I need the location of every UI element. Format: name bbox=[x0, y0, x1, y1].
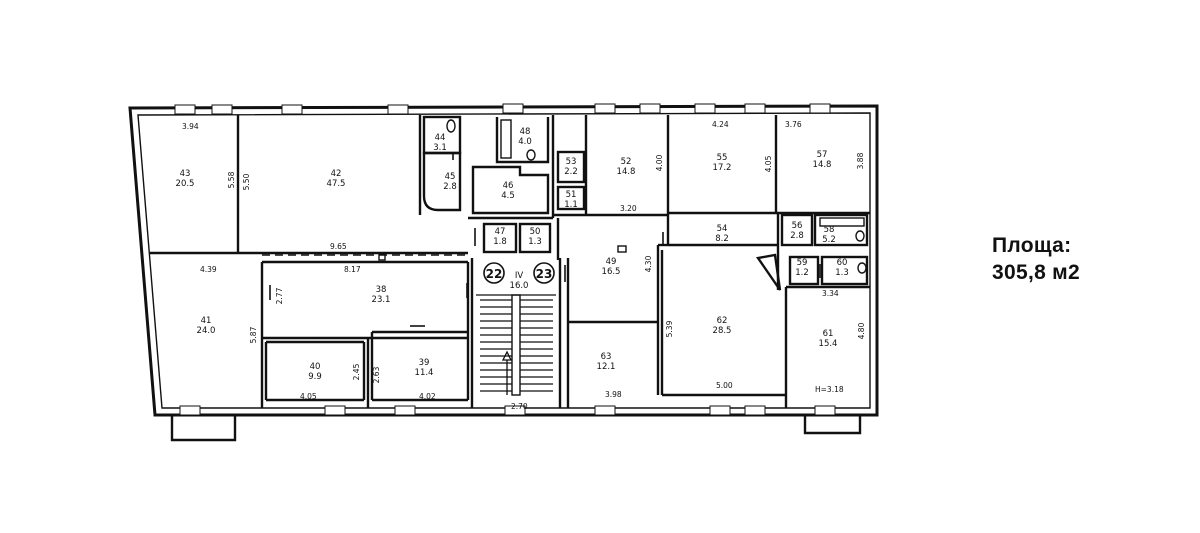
room-57-number: 57 bbox=[817, 150, 828, 160]
room-50-number: 50 bbox=[530, 227, 541, 237]
room-55-number: 55 bbox=[717, 153, 728, 163]
room-48-number: 48 bbox=[520, 127, 531, 137]
room-45-area: 2.8 bbox=[443, 182, 457, 192]
dim-h-3-18: H=3.18 bbox=[815, 385, 844, 394]
dim-5-58: 5.58 bbox=[227, 171, 236, 188]
room-46-area: 4.5 bbox=[501, 191, 515, 201]
room-38-area: 23.1 bbox=[372, 295, 391, 305]
room-57-area: 14.8 bbox=[813, 160, 832, 170]
room-63-area: 12.1 bbox=[597, 362, 616, 372]
dim-5-50: 5.50 bbox=[242, 173, 251, 190]
dim-4-39: 4.39 bbox=[200, 265, 217, 274]
room-49-area: 16.5 bbox=[602, 267, 621, 277]
room-60-number: 60 bbox=[837, 258, 848, 268]
dim-2-70: 2.70 bbox=[511, 402, 528, 411]
room-47-area: 1.8 bbox=[493, 237, 507, 247]
room-51-area: 1.1 bbox=[564, 200, 578, 210]
room-iv-number: IV bbox=[515, 271, 524, 281]
room-58-number: 58 bbox=[824, 225, 835, 235]
room-61-number: 61 bbox=[823, 329, 834, 339]
room-58-area: 5.2 bbox=[822, 235, 836, 245]
dim-4-05-b: 4.05 bbox=[764, 155, 773, 172]
windows-bottom bbox=[179, 405, 836, 416]
room-56-number: 56 bbox=[792, 221, 803, 231]
dim-3-94: 3.94 bbox=[182, 122, 199, 131]
dim-5-00: 5.00 bbox=[716, 381, 733, 390]
room-54-number: 54 bbox=[717, 224, 728, 234]
dim-9-65: 9.65 bbox=[330, 242, 347, 251]
dim-3-76: 3.76 bbox=[785, 120, 802, 129]
room-56-area: 2.8 bbox=[790, 231, 804, 241]
circle-marker-23-label: 23 bbox=[536, 267, 553, 281]
circle-marker-23: 23 bbox=[533, 262, 555, 284]
room-53-number: 53 bbox=[566, 157, 577, 167]
dim-4-30: 4.30 bbox=[644, 255, 653, 272]
room-59-number: 59 bbox=[797, 258, 808, 268]
dim-8-17: 8.17 bbox=[344, 265, 361, 274]
room-60-area: 1.3 bbox=[835, 268, 849, 278]
dim-4-05: 4.05 bbox=[300, 392, 317, 401]
room-47-number: 47 bbox=[495, 227, 506, 237]
room-53-area: 2.2 bbox=[564, 167, 578, 177]
room-40-number: 40 bbox=[310, 362, 321, 372]
room-63-number: 63 bbox=[601, 352, 612, 362]
dim-4-80: 4.80 bbox=[857, 322, 866, 339]
room-62-area: 28.5 bbox=[713, 326, 732, 336]
room-labels: 43 20.5 42 47.5 44 3.1 45 2.8 46 4.5 48 … bbox=[176, 127, 849, 382]
room-38-number: 38 bbox=[376, 285, 387, 295]
room-54-area: 8.2 bbox=[715, 234, 729, 244]
dimension-labels: 3.94 5.58 5.50 9.65 4.39 8.17 2.77 5.87 … bbox=[182, 120, 866, 411]
room-44-number: 44 bbox=[435, 133, 446, 143]
dim-5-87: 5.87 bbox=[249, 326, 258, 343]
room-55-area: 17.2 bbox=[713, 163, 732, 173]
circle-marker-22: 22 bbox=[483, 262, 505, 284]
room-42-number: 42 bbox=[331, 169, 342, 179]
room-52-area: 14.8 bbox=[617, 167, 636, 177]
dim-3-34: 3.34 bbox=[822, 289, 839, 298]
room-44-area: 3.1 bbox=[433, 143, 447, 153]
balconies bbox=[170, 415, 862, 442]
dim-2-63: 2.63 bbox=[372, 366, 381, 383]
room-61-area: 15.4 bbox=[819, 339, 838, 349]
room-51-number: 51 bbox=[566, 190, 577, 200]
interior-walls bbox=[150, 115, 870, 408]
circle-marker-22-label: 22 bbox=[486, 267, 503, 281]
outer-walls bbox=[128, 104, 879, 417]
dim-3-98: 3.98 bbox=[605, 390, 622, 399]
dim-2-77: 2.77 bbox=[275, 287, 284, 304]
area-label: Площа: bbox=[992, 234, 1072, 257]
room-40-area: 9.9 bbox=[308, 372, 322, 382]
room-43-number: 43 bbox=[180, 169, 191, 179]
dim-4-00: 4.00 bbox=[655, 154, 664, 171]
room-iv-area: 16.0 bbox=[510, 281, 529, 291]
staircase bbox=[476, 294, 556, 396]
bathroom-fixtures bbox=[378, 119, 867, 274]
room-39-number: 39 bbox=[419, 358, 430, 368]
dim-3-20: 3.20 bbox=[620, 204, 637, 213]
room-52-number: 52 bbox=[621, 157, 632, 167]
area-summary: Площа: 305,8 м2 bbox=[992, 232, 1162, 286]
dim-4-02: 4.02 bbox=[419, 392, 436, 401]
room-42-area: 47.5 bbox=[327, 179, 346, 189]
dim-3-88: 3.88 bbox=[856, 152, 865, 169]
room-48-area: 4.0 bbox=[518, 137, 532, 147]
dim-5-39: 5.39 bbox=[665, 320, 674, 337]
area-value: 305,8 м2 bbox=[992, 261, 1080, 284]
room-49-number: 49 bbox=[606, 257, 617, 267]
room-62-number: 62 bbox=[717, 316, 728, 326]
room-46-number: 46 bbox=[503, 181, 514, 191]
dim-2-45: 2.45 bbox=[352, 363, 361, 380]
room-43-area: 20.5 bbox=[176, 179, 195, 189]
dim-4-24: 4.24 bbox=[712, 120, 729, 129]
room-50-area: 1.3 bbox=[528, 237, 542, 247]
room-41-area: 24.0 bbox=[197, 326, 216, 336]
room-39-area: 11.4 bbox=[415, 368, 434, 378]
room-41-number: 41 bbox=[201, 316, 212, 326]
door-marks bbox=[237, 153, 845, 339]
room-45-number: 45 bbox=[445, 172, 456, 182]
room-59-area: 1.2 bbox=[795, 268, 809, 278]
windows-top bbox=[174, 103, 831, 115]
